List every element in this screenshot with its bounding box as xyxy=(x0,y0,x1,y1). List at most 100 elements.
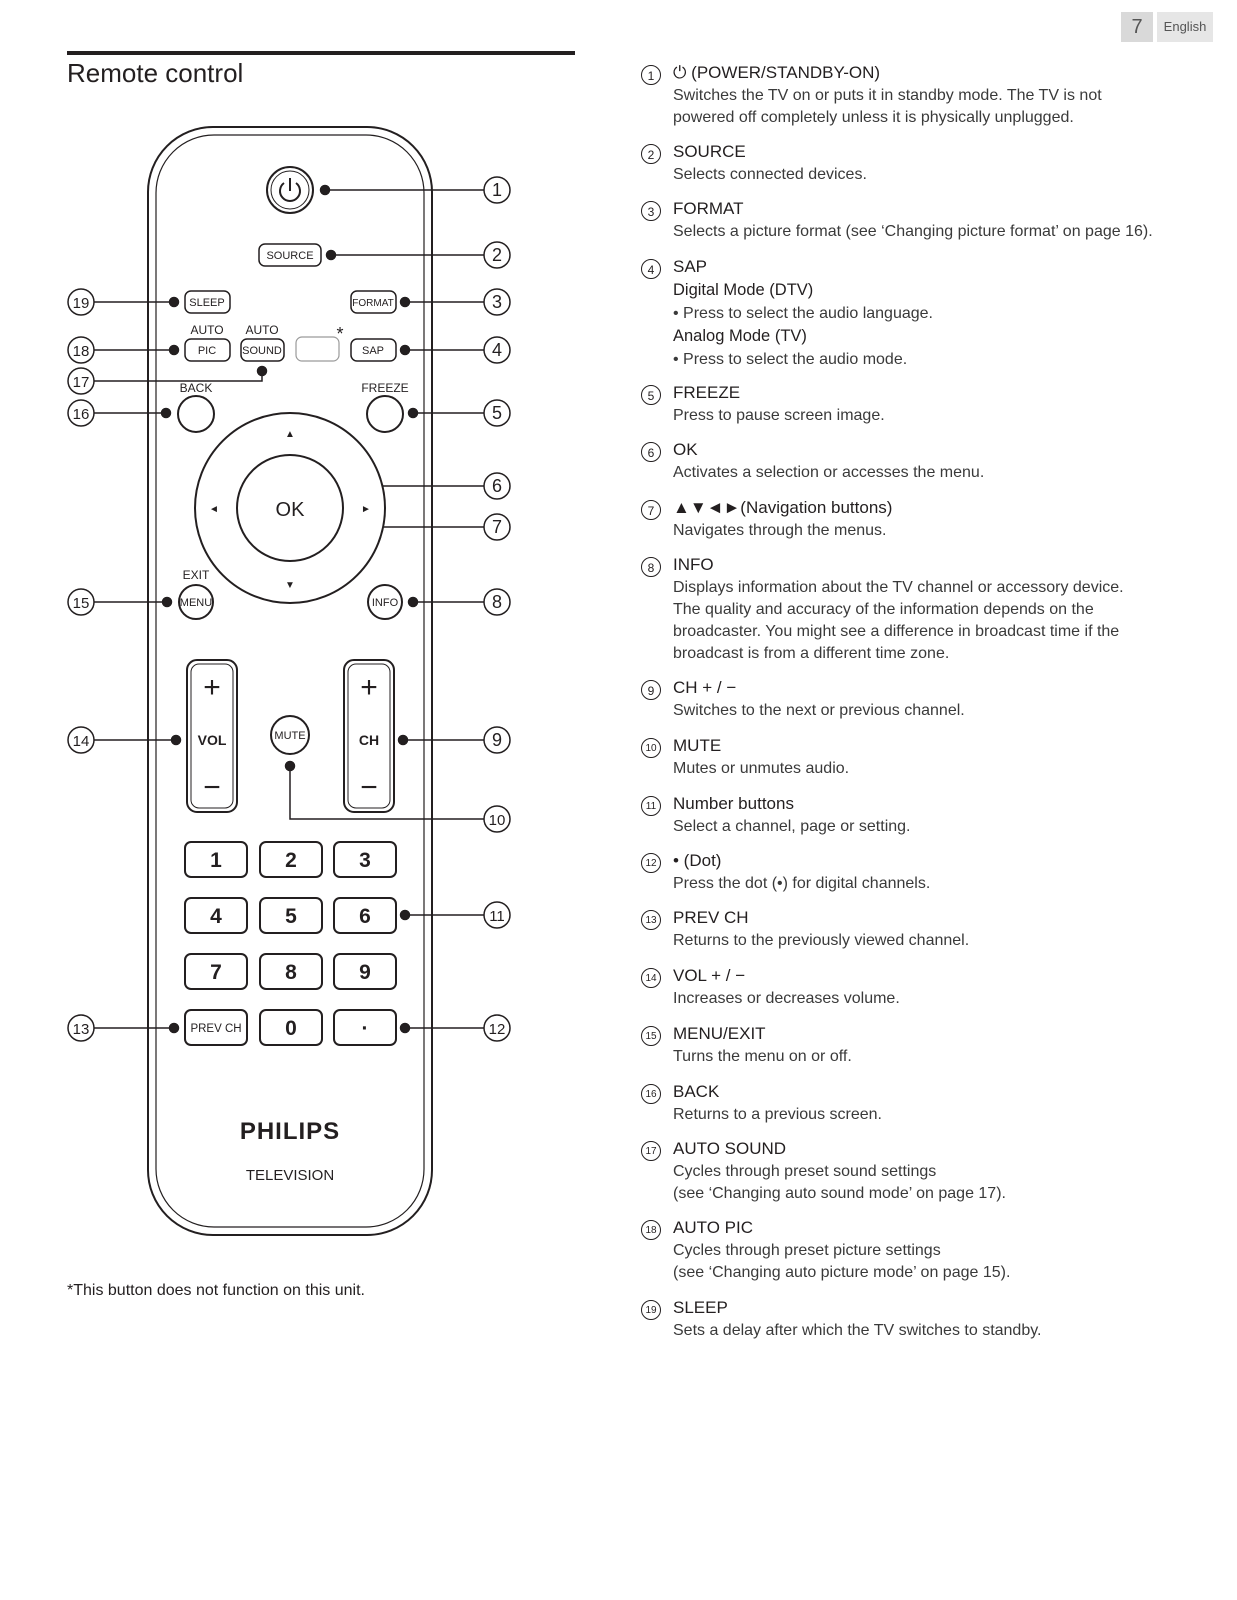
svg-text:8: 8 xyxy=(492,592,502,612)
svg-text:9: 9 xyxy=(359,961,371,984)
vol-minus: − xyxy=(203,771,221,804)
svg-text:PREV CH: PREV CH xyxy=(190,1023,241,1035)
item-subheading: Digital Mode (DTV) xyxy=(673,281,814,299)
number-button-1[interactable]: 1 xyxy=(184,841,248,878)
page-number: 7 xyxy=(1121,12,1153,42)
number-button-8[interactable]: 8 xyxy=(259,953,323,990)
item-number: 16 xyxy=(641,1084,661,1104)
number-button-2[interactable]: 2 xyxy=(259,841,323,878)
sound-button[interactable]: SOUND xyxy=(240,338,285,362)
item-number: 8 xyxy=(641,557,661,577)
callout-16: 16 xyxy=(67,399,95,427)
remote-control-diagram: 1 2 3 4 5 6 7 8 9 10 11 12 19 18 17 16 1… xyxy=(67,126,511,1236)
callout-4: 4 xyxy=(483,336,511,364)
brand-subtitle: TELEVISION xyxy=(246,1167,334,1184)
svg-text:6: 6 xyxy=(359,905,371,928)
item-title: VOL + / − xyxy=(673,966,746,985)
svg-text:2: 2 xyxy=(492,245,502,265)
item-number: 15 xyxy=(641,1026,661,1046)
number-button-3[interactable]: 3 xyxy=(333,841,397,878)
item-subheading: Analog Mode (TV) xyxy=(673,327,807,345)
svg-text:5: 5 xyxy=(285,905,297,928)
svg-text:11: 11 xyxy=(489,908,505,925)
auto-sound-label: AUTO xyxy=(245,323,278,337)
dot-button[interactable]: · xyxy=(333,1009,397,1046)
number-button-9[interactable]: 9 xyxy=(333,953,397,990)
svg-text:SAP: SAP xyxy=(362,345,384,357)
item-desc: (see ‘Changing auto sound mode’ on page … xyxy=(673,1185,1006,1202)
callout-5: 5 xyxy=(483,399,511,427)
number-button-5[interactable]: 5 xyxy=(259,897,323,934)
callout-17: 17 xyxy=(67,367,95,395)
item-desc: The quality and accuracy of the informat… xyxy=(673,601,1094,618)
number-button-0[interactable]: 0 xyxy=(259,1009,323,1046)
item-desc: Mutes or unmutes audio. xyxy=(673,760,850,777)
number-button-6[interactable]: 6 xyxy=(333,897,397,934)
power-button[interactable] xyxy=(266,166,314,214)
info-button[interactable]: INFO xyxy=(367,584,403,620)
blank-button[interactable] xyxy=(295,336,340,362)
ch-minus: − xyxy=(360,771,378,804)
number-button-7[interactable]: 7 xyxy=(184,953,248,990)
item-number: 19 xyxy=(641,1300,661,1320)
nav-up-arrow[interactable]: ▲ xyxy=(285,429,295,440)
item-title: BACK xyxy=(673,1082,720,1101)
svg-text:12: 12 xyxy=(489,1021,506,1038)
nav-down-arrow[interactable]: ▼ xyxy=(285,580,295,591)
item-title: ▲▼◄►(Navigation buttons) xyxy=(673,498,893,517)
svg-text:1: 1 xyxy=(210,849,222,872)
item-title: PREV CH xyxy=(673,908,749,927)
callout-13: 13 xyxy=(67,1014,95,1042)
svg-text:7: 7 xyxy=(210,961,222,984)
volume-rocker[interactable]: + VOL − xyxy=(186,659,238,813)
item-desc: broadcaster. You might see a difference … xyxy=(673,623,1120,640)
item-desc: Sets a delay after which the TV switches… xyxy=(673,1322,1042,1339)
svg-text:OK: OK xyxy=(276,499,306,521)
menu-button[interactable]: MENU xyxy=(178,584,214,620)
item-title: SAP xyxy=(673,257,708,276)
item-desc: Switches to the next or previous channel… xyxy=(673,702,965,719)
item-desc: broadcast is from a different time zone. xyxy=(673,645,950,662)
svg-text:14: 14 xyxy=(73,733,90,750)
vol-plus: + xyxy=(203,671,221,704)
pic-button[interactable]: PIC xyxy=(184,338,231,362)
footnote: *This button does not function on this u… xyxy=(67,1282,365,1299)
callout-6: 6 xyxy=(483,472,511,500)
channel-rocker[interactable]: + CH − xyxy=(343,659,395,813)
item-desc: • Press to select the audio mode. xyxy=(673,351,908,368)
item-title: FREEZE xyxy=(673,383,741,402)
item-number: 3 xyxy=(641,201,661,221)
format-button[interactable]: FORMAT xyxy=(350,290,397,314)
back-button[interactable] xyxy=(177,395,215,433)
prev-ch-button[interactable]: PREV CH xyxy=(184,1009,248,1046)
item-desc: Cycles through preset sound settings xyxy=(673,1163,937,1180)
callout-19: 19 xyxy=(67,288,95,316)
source-button[interactable]: SOURCE xyxy=(258,243,322,267)
sap-button[interactable]: SAP xyxy=(350,338,397,362)
svg-text:16: 16 xyxy=(73,406,90,423)
freeze-button[interactable] xyxy=(366,395,404,433)
ok-button[interactable]: OK xyxy=(236,454,344,562)
item-number: 7 xyxy=(641,500,661,520)
item-number: 4 xyxy=(641,259,661,279)
item-desc: Navigates through the menus. xyxy=(673,522,887,539)
svg-text:15: 15 xyxy=(73,595,90,612)
item-desc: Returns to the previously viewed channel… xyxy=(673,932,970,949)
svg-text:PIC: PIC xyxy=(198,345,216,357)
item-title: FORMAT xyxy=(673,199,744,218)
svg-text:0: 0 xyxy=(285,1017,297,1040)
item-number: 1 xyxy=(641,65,661,85)
item-title: MUTE xyxy=(673,736,722,755)
number-button-4[interactable]: 4 xyxy=(184,897,248,934)
nav-right-arrow[interactable]: ► xyxy=(361,504,371,515)
item-title: SLEEP xyxy=(673,1298,728,1317)
svg-text:17: 17 xyxy=(73,374,90,391)
nav-left-arrow[interactable]: ◄ xyxy=(209,504,219,515)
item-title: INFO xyxy=(673,555,714,574)
mute-button[interactable]: MUTE xyxy=(270,715,310,755)
callout-15: 15 xyxy=(67,588,95,616)
svg-text:5: 5 xyxy=(492,403,502,423)
asterisk-mark: * xyxy=(336,324,343,344)
svg-text:1: 1 xyxy=(492,180,502,200)
sleep-button[interactable]: SLEEP xyxy=(184,290,231,314)
